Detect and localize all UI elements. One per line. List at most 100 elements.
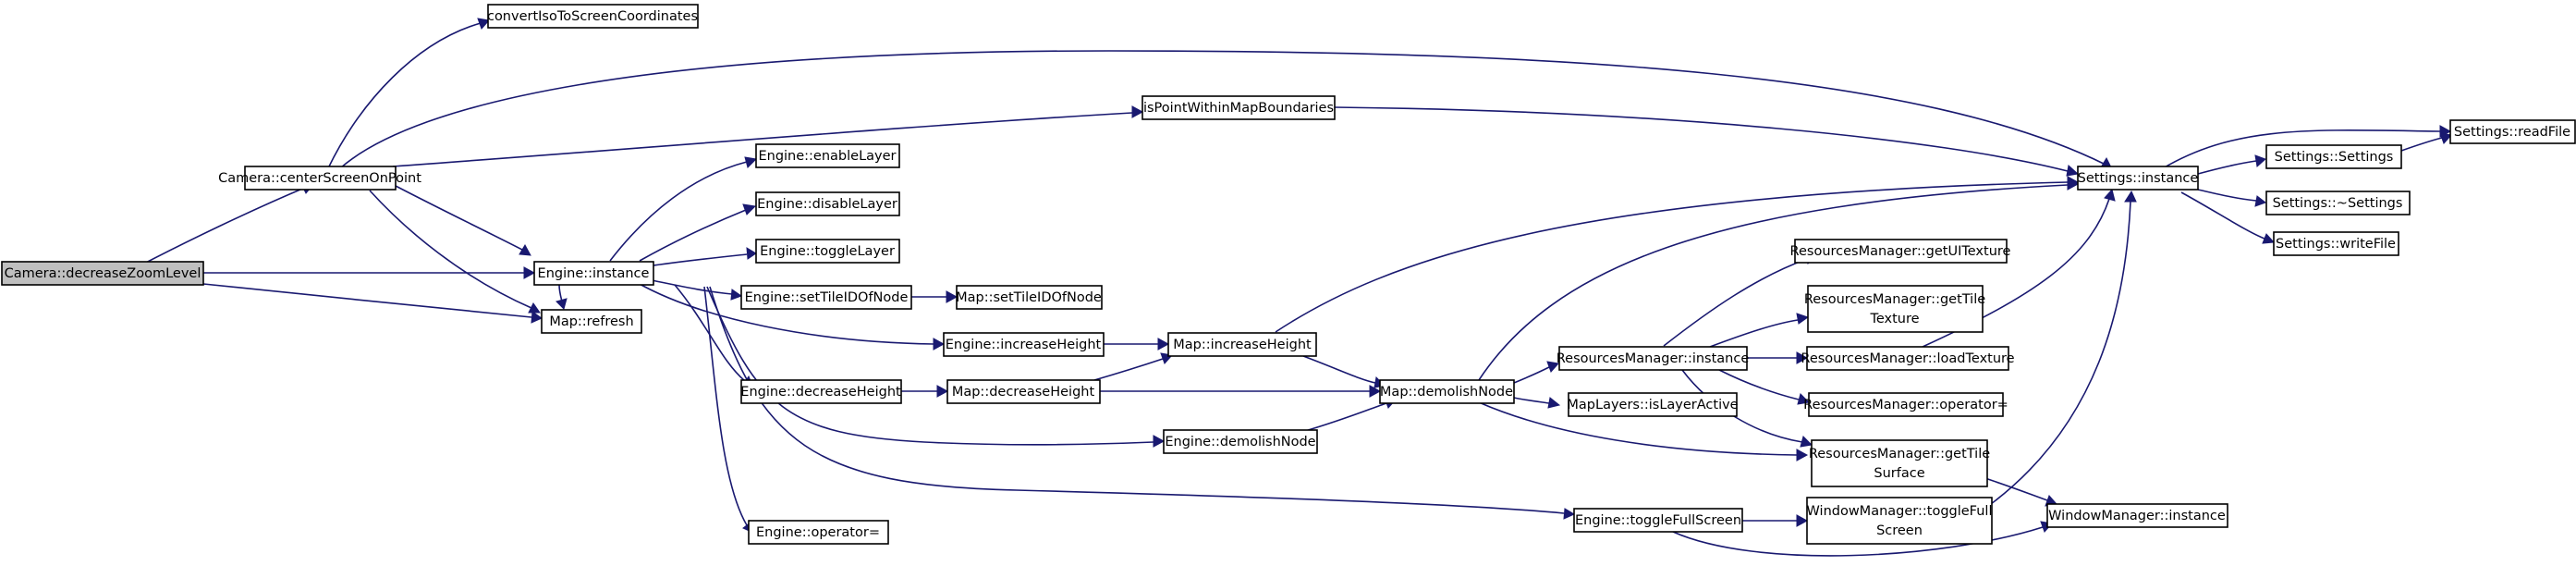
node-label: Engine::disableLayer	[757, 197, 897, 212]
edge-center-to-engine-instance	[395, 185, 531, 256]
edge-map-demolish-to-settings	[1478, 178, 2080, 381]
node-engine-instance[interactable]: Engine::instance	[533, 261, 654, 286]
edge-engine-to-enable	[609, 156, 758, 262]
node-resources-manager-get-tile-surface[interactable]: ResourcesManager::getTile Surface	[1809, 439, 1990, 487]
node-label: WindowManager::instance	[2048, 509, 2226, 523]
edge-engine-to-togglefull	[709, 286, 1576, 520]
edge-center-to-map-refresh	[369, 190, 541, 314]
edge-engine-instance-to-refresh	[555, 284, 568, 310]
node-label-line-2: Surface	[1874, 466, 1924, 481]
node-camera-center-screen-on-point[interactable]: Camera::centerScreenOnPoint	[218, 166, 421, 191]
edge-wm-togglefull-to-settings	[1986, 190, 2137, 508]
node-camera-decrease-zoom-level[interactable]: Camera::decreaseZoomLevel	[1, 261, 204, 286]
node-map-layers-is-layer-active[interactable]: MapLayers::isLayerActive	[1567, 392, 1739, 417]
node-settings-write-file[interactable]: Settings::writeFile	[2273, 231, 2399, 256]
node-label: Camera::centerScreenOnPoint	[218, 171, 421, 186]
node-label: MapLayers::isLayerActive	[1567, 398, 1738, 412]
node-resources-manager-instance[interactable]: ResourcesManager::instance	[1557, 346, 1750, 371]
edge-map-demolish-to-rm-surface	[1478, 401, 1809, 461]
edge-settings-to-ctor	[2197, 154, 2266, 175]
node-engine-decrease-height[interactable]: Engine::decreaseHeight	[740, 379, 902, 404]
node-label: Map::decreaseHeight	[952, 385, 1095, 400]
node-engine-toggle-layer[interactable]: Engine::toggleLayer	[755, 239, 900, 264]
node-settings-settings[interactable]: Settings::Settings	[2265, 144, 2402, 169]
node-label: Map::demolishNode	[1380, 385, 1513, 400]
node-is-point-within-map-boundaries[interactable]: isPointWithinMapBoundaries	[1141, 95, 1336, 120]
edge-decrease-to-center	[140, 182, 316, 266]
edge-engine-to-incheight	[637, 282, 946, 351]
edge-rm-instance-to-gettile	[1709, 313, 1810, 348]
edge-rm-instance-to-getui	[1663, 252, 1818, 347]
node-label: isPointWithinMapBoundaries	[1143, 101, 1334, 116]
node-engine-toggle-full-screen[interactable]: Engine::toggleFullScreen	[1573, 508, 1743, 533]
edge-center-to-convert	[327, 18, 490, 169]
edge-decrease-to-map-refresh	[202, 283, 543, 324]
node-label: Settings::instance	[2078, 171, 2199, 186]
edge-engine-to-toggle	[646, 247, 757, 267]
node-label: Settings::writeFile	[2276, 237, 2396, 252]
edge-ctor-to-readfile	[2400, 132, 2452, 152]
node-window-manager-toggle-full-screen[interactable]: WindowManager::toggleFull Screen	[1806, 497, 1993, 545]
node-label: Engine::increaseHeight	[946, 338, 1102, 352]
node-resources-manager-get-ui-texture[interactable]: ResourcesManager::getUITexture	[1790, 239, 2011, 264]
node-engine-operator-assign[interactable]: Engine::operator=	[748, 520, 889, 545]
edge-ispoint-to-settings	[1334, 106, 2080, 177]
edge-rm-instance-to-load	[1747, 351, 1809, 364]
node-resources-manager-load-texture[interactable]: ResourcesManager::loadTexture	[1801, 346, 2015, 371]
node-map-refresh[interactable]: Map::refresh	[541, 309, 642, 334]
node-label: Engine::toggleLayer	[760, 244, 895, 259]
node-label: Settings::Settings	[2275, 150, 2394, 165]
edge-engine-togglefull-to-wm-togglefull	[1742, 514, 1809, 527]
node-label: Engine::demolishNode	[1165, 435, 1315, 449]
edge-engine-to-disable	[639, 203, 757, 262]
edge-map-dec-to-map-inc	[1093, 352, 1173, 381]
node-settings-read-file[interactable]: Settings::readFile	[2449, 119, 2576, 144]
node-map-set-tile-id-of-node[interactable]: Map::setTileIDOfNode	[956, 285, 1103, 310]
node-label: Settings::~Settings	[2273, 196, 2403, 211]
node-map-demolish-node[interactable]: Map::demolishNode	[1379, 379, 1515, 404]
node-engine-disable-layer[interactable]: Engine::disableLayer	[755, 191, 900, 216]
node-map-decrease-height[interactable]: Map::decreaseHeight	[946, 379, 1101, 404]
node-label: ResourcesManager::operator=	[1803, 398, 2008, 412]
node-settings-destructor[interactable]: Settings::~Settings	[2265, 191, 2411, 215]
edge-engine-settile-to-map-settile	[911, 290, 958, 303]
node-settings-instance[interactable]: Settings::instance	[2077, 166, 2199, 191]
edge-settings-to-writefile	[2180, 191, 2276, 244]
edge-map-demolish-to-rm-instance	[1513, 361, 1559, 384]
edge-settings-to-dtor	[2197, 189, 2267, 207]
node-engine-set-tile-id-of-node[interactable]: Engine::setTileIDOfNode	[740, 285, 912, 310]
node-label: Map::setTileIDOfNode	[956, 290, 1102, 305]
node-convert-iso-to-screen[interactable]: convertIsoToScreenCoordinates	[487, 4, 699, 29]
node-label: Engine::operator=	[756, 525, 880, 540]
edge-engine-dec-to-map-dec	[901, 385, 949, 398]
nodes: Camera::decreaseZoomLevel Camera::center…	[1, 4, 2576, 545]
edge-center-to-ispoint	[392, 105, 1144, 167]
node-label-line-2: Screen	[1876, 523, 1923, 538]
node-engine-demolish-node[interactable]: Engine::demolishNode	[1163, 429, 1318, 454]
node-resources-manager-operator-assign[interactable]: ResourcesManager::operator=	[1803, 392, 2008, 417]
node-engine-increase-height[interactable]: Engine::increaseHeight	[943, 332, 1105, 357]
node-map-increase-height[interactable]: Map::increaseHeight	[1167, 332, 1317, 357]
edge-engine-inc-to-map-inc	[1104, 338, 1170, 351]
edge-engine-to-operator	[703, 286, 754, 534]
edge-map-dec-to-demolish	[1100, 385, 1382, 398]
node-window-manager-instance[interactable]: WindowManager::instance	[2046, 503, 2228, 528]
node-label: ResourcesManager::getUITexture	[1790, 244, 2011, 259]
node-label: Engine::enableLayer	[758, 149, 896, 164]
node-label-line-1: WindowManager::toggleFull	[1807, 504, 1993, 519]
node-label-line-1: ResourcesManager::getTile	[1804, 292, 1985, 307]
edge-map-demolish-to-maplayers	[1513, 397, 1561, 409]
node-label: Engine::instance	[538, 266, 650, 281]
edge-rm-instance-to-operator	[1718, 369, 1811, 405]
node-label: ResourcesManager::instance	[1557, 351, 1750, 366]
edge-rm-instance-to-surface	[1681, 369, 1813, 448]
node-resources-manager-get-tile-texture[interactable]: ResourcesManager::getTile Texture	[1804, 285, 1985, 333]
node-label: convertIsoToScreenCoordinates	[487, 9, 698, 24]
node-label: Engine::decreaseHeight	[740, 385, 901, 400]
node-label-line-1: ResourcesManager::getTile	[1809, 447, 1990, 461]
edge-decrease-to-engine-instance	[203, 266, 536, 279]
node-engine-enable-layer[interactable]: Engine::enableLayer	[755, 143, 900, 168]
node-label: Map::refresh	[549, 314, 633, 329]
node-label: Map::increaseHeight	[1173, 338, 1312, 352]
